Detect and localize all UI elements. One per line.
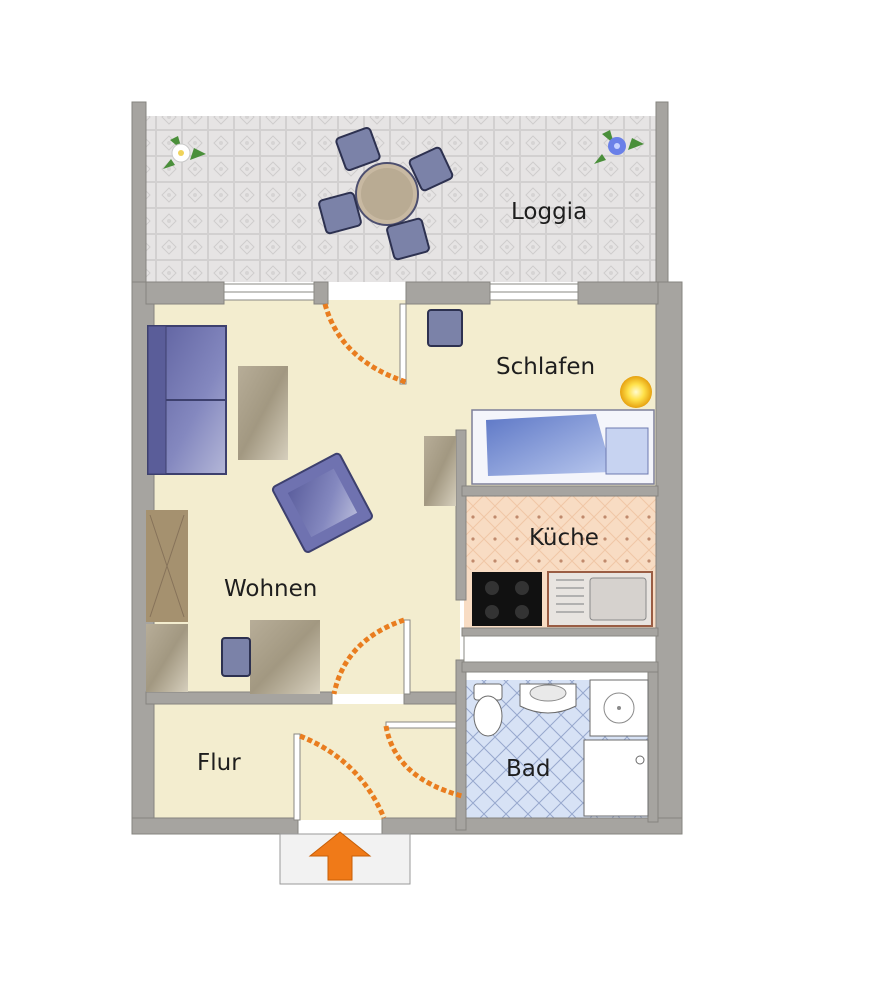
room-label-bad: Bad bbox=[506, 756, 550, 782]
plant-icon bbox=[163, 136, 206, 169]
room-label-kueche: Küche bbox=[529, 525, 599, 551]
room-label-flur: Flur bbox=[197, 750, 241, 776]
washbasin-icon bbox=[519, 683, 577, 714]
shelf-icon bbox=[146, 624, 188, 692]
patio-table-icon bbox=[355, 162, 419, 226]
kitchen-floor bbox=[464, 494, 656, 570]
room-label-loggia: Loggia bbox=[511, 199, 587, 225]
toilet-icon bbox=[473, 683, 503, 737]
sofa-icon bbox=[147, 325, 227, 475]
dining-table-icon bbox=[250, 620, 320, 694]
bed-icon bbox=[471, 409, 655, 485]
chair-icon bbox=[427, 309, 463, 347]
side-table-icon bbox=[424, 436, 456, 506]
shower-icon bbox=[583, 739, 649, 817]
cabinet-icon bbox=[146, 510, 188, 622]
lamp-icon bbox=[620, 376, 652, 408]
door-frames bbox=[293, 303, 657, 821]
entrance-arrow-icon bbox=[308, 831, 372, 881]
room-label-schlafen: Schlafen bbox=[496, 354, 595, 380]
armchair-icon bbox=[271, 452, 373, 553]
windows bbox=[223, 283, 579, 301]
plant-icon bbox=[594, 130, 644, 164]
sink-icon bbox=[547, 571, 653, 627]
chair-icon bbox=[221, 637, 251, 677]
washing-machine-icon bbox=[589, 679, 649, 737]
room-label-wohnen: Wohnen bbox=[224, 576, 317, 602]
coffee-table-icon bbox=[238, 366, 288, 460]
stove-icon bbox=[472, 572, 542, 626]
door-swings bbox=[299, 303, 463, 819]
walls bbox=[131, 101, 683, 835]
patio-chair-icon bbox=[318, 126, 454, 261]
